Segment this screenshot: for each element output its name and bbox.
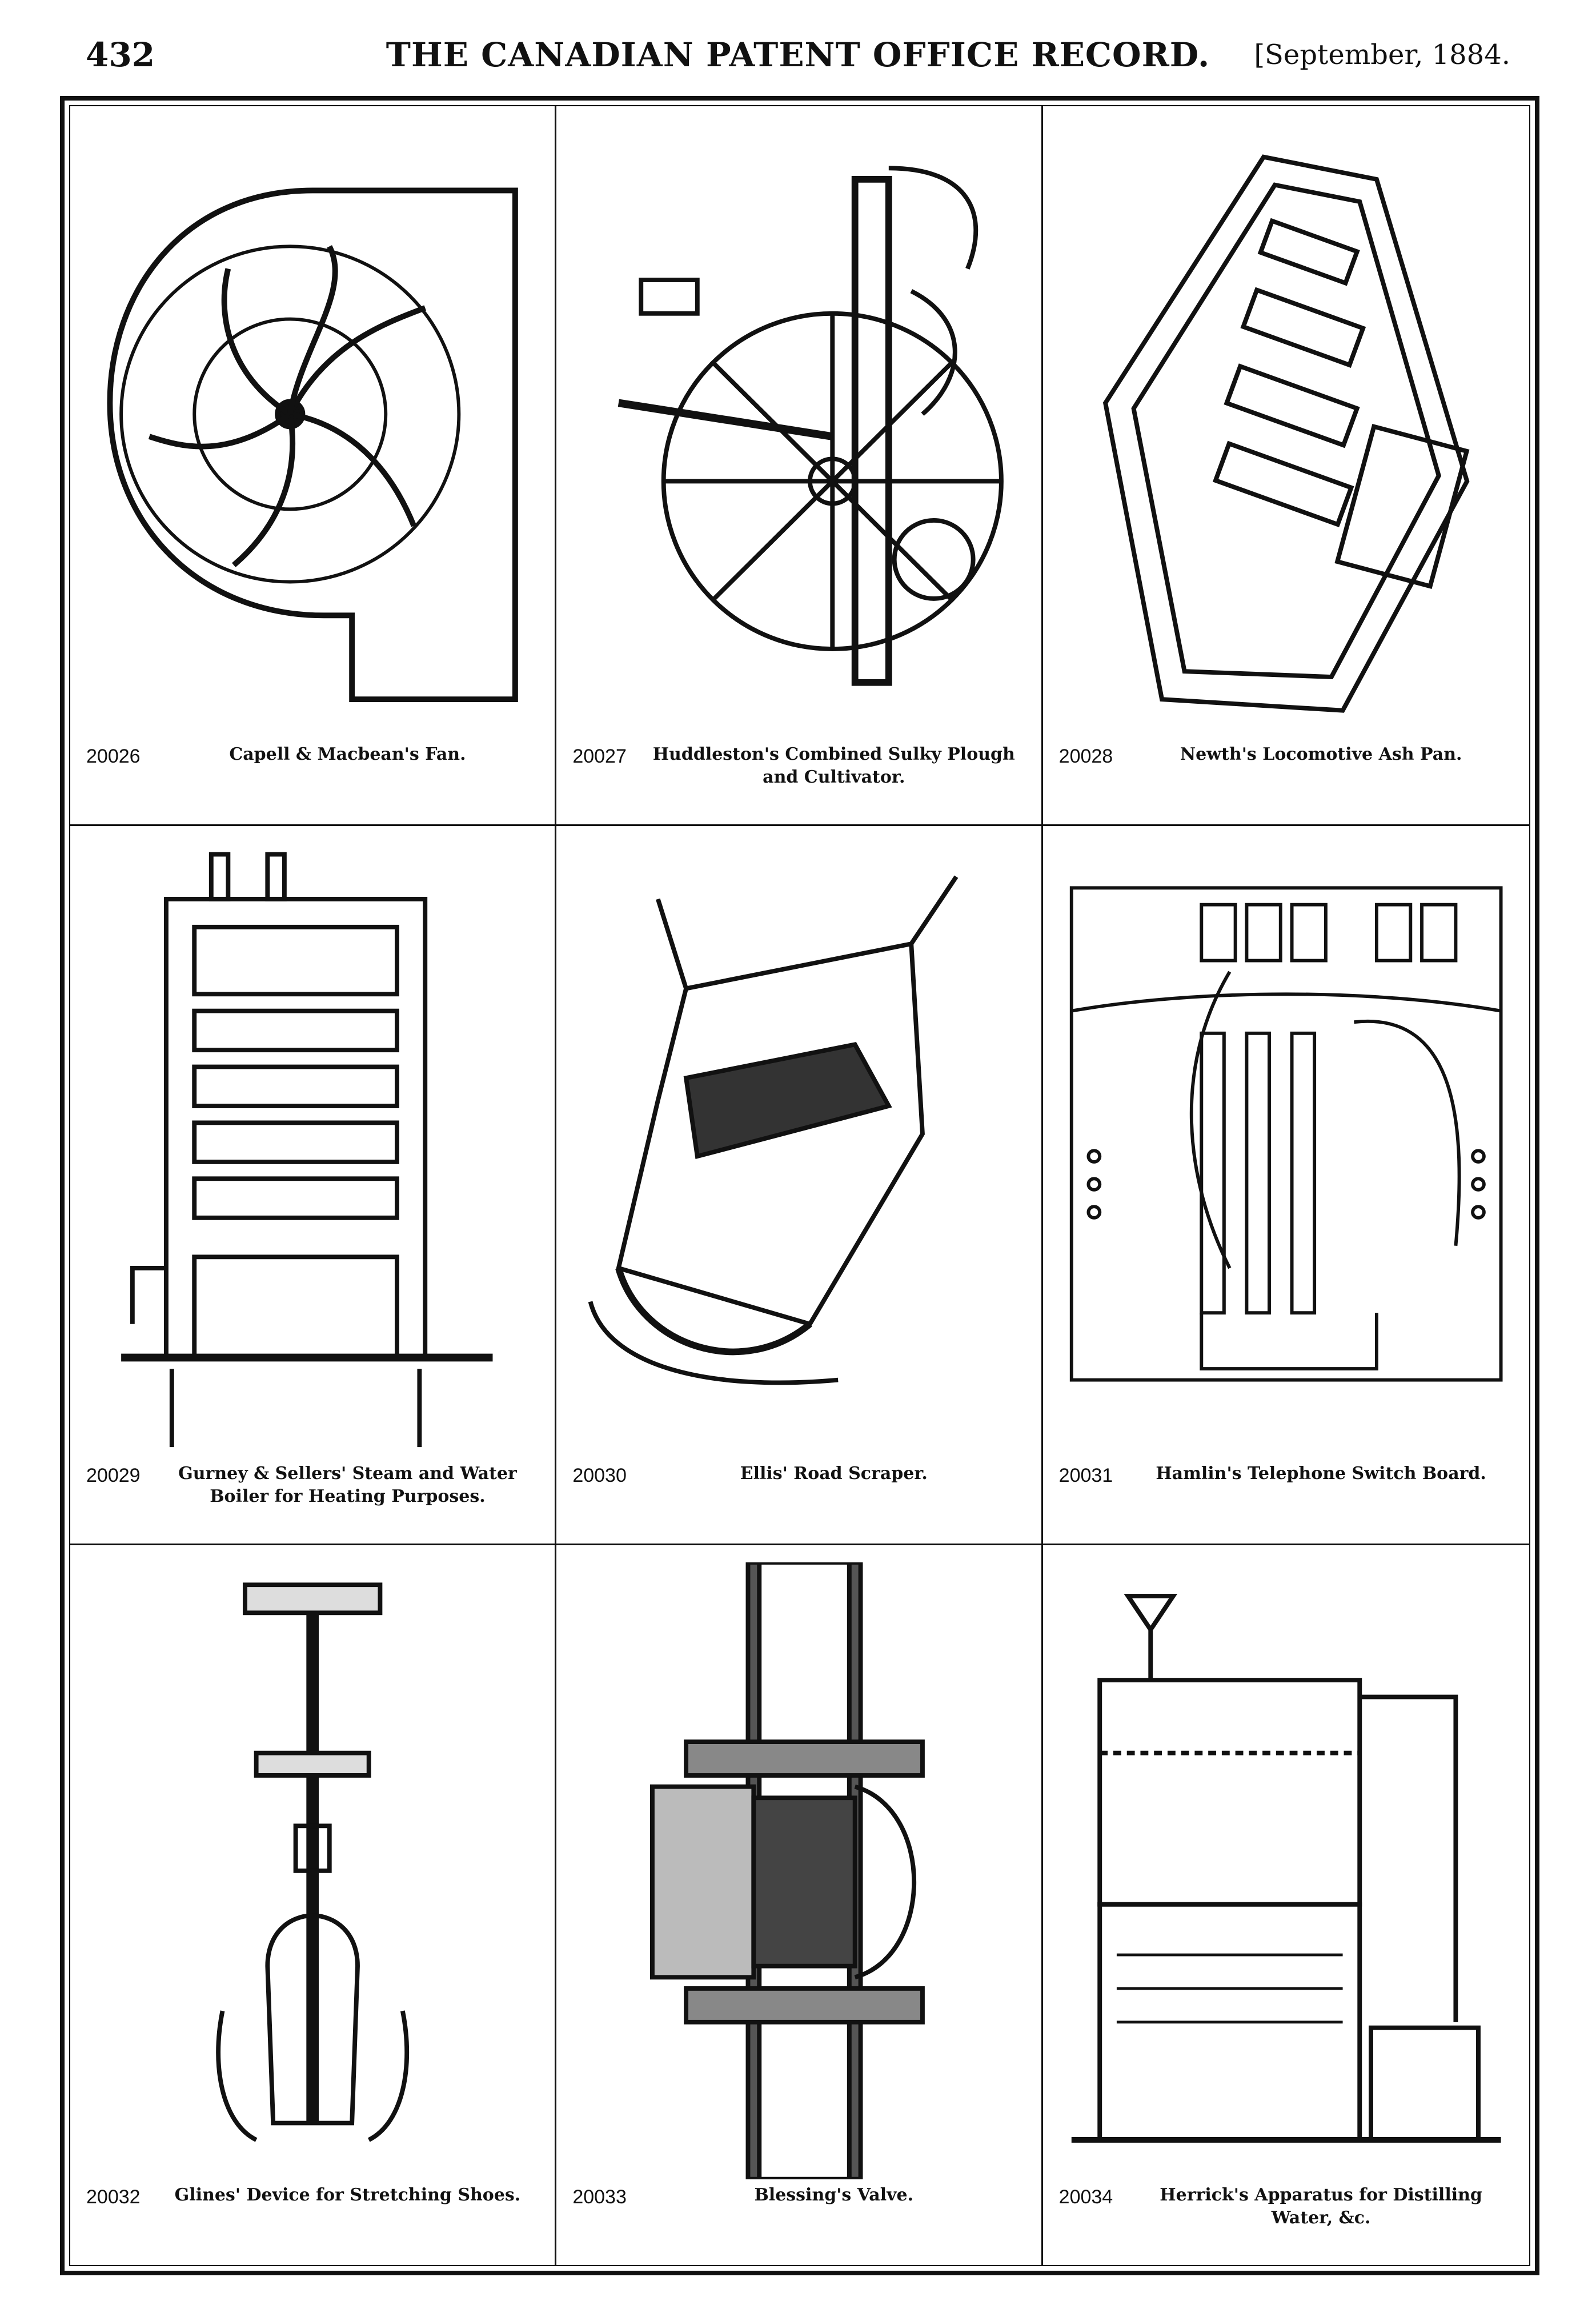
patent-number: 20028 [1058,745,1113,767]
patent-title: Blessing's Valve. [754,2184,914,2205]
patent-number: 20033 [572,2186,627,2208]
patent-cell-20029: 20029 Gurney & Sellers' Steam and Water … [70,825,557,1546]
caption: 20034 Herrick's Apparatus for Distilling… [1059,2184,1513,2252]
patent-cell-20033: 20033 Blessing's Valve. [556,1545,1043,2265]
patent-title: Gurney & Sellers' Steam and Water Boiler… [178,1464,517,1507]
plate-inner-border: 20026 Capell & Macbean's Fan. [69,105,1530,2266]
patent-number: 20029 [86,1465,141,1487]
caption: 20032 Glines' Device for Stretching Shoe… [86,2184,539,2252]
patent-title: Hamlin's Telephone Switch Board. [1156,1464,1486,1484]
patent-title: Glines' Device for Stretching Shoes. [174,2184,521,2205]
caption: 20030 Ellis' Road Scraper. [572,1462,1025,1531]
patent-title: Huddleston's Combined Sulky Plough and C… [652,744,1015,787]
caption: 20028 Newth's Locomotive Ash Pan. [1059,743,1513,812]
scraper-figure [574,843,1024,1458]
plough-figure [574,123,1024,739]
patent-cell-20032: 20032 Glines' Device for Stretching Shoe… [70,1545,557,2265]
caption: 20029 Gurney & Sellers' Steam and Water … [86,1462,539,1531]
page-header: 432 THE CANADIAN PATENT OFFICE RECORD. [… [80,29,1516,91]
plate-frame: 20026 Capell & Macbean's Fan. [60,96,1539,2275]
distiller-figure [1060,1562,1512,2179]
patent-cell-20034: 20034 Herrick's Apparatus for Distilling… [1043,1545,1529,2265]
patent-title: Ellis' Road Scraper. [740,1464,928,1484]
patent-title: Newth's Locomotive Ash Pan. [1180,744,1462,764]
patent-title: Herrick's Apparatus for Distilling Water… [1160,2184,1482,2228]
patent-cell-20026: 20026 Capell & Macbean's Fan. [70,106,557,826]
patent-number: 20030 [572,1465,627,1487]
patent-number: 20026 [86,745,141,767]
publication-title: THE CANADIAN PATENT OFFICE RECORD. [386,35,1210,74]
patent-cell-20031: 20031 Hamlin's Telephone Switch Board. [1042,826,1529,1546]
caption: 20027 Huddleston's Combined Sulky Plough… [572,743,1025,812]
issue-date: [September, 1884. [1254,39,1510,71]
patent-number: 20027 [572,745,627,767]
caption: 20031 Hamlin's Telephone Switch Board. [1059,1462,1513,1531]
patent-cell-20028: 20028 Newth's Locomotive Ash Pan. [1042,106,1529,826]
page-number: 432 [86,35,155,74]
ash-pan-figure [1060,123,1512,739]
switchboard-figure [1060,843,1512,1458]
patent-grid: 20026 Capell & Macbean's Fan. [70,106,1529,2265]
valve-figure [574,1560,1024,2182]
patent-number: 20032 [86,2186,141,2208]
boiler-figure [87,843,538,1458]
patent-cell-20030: 20030 Ellis' Road Scraper. [556,825,1043,1546]
patent-number: 20034 [1058,2186,1113,2208]
shoe-stretcher-figure [87,1562,538,2179]
fan-figure [87,123,538,739]
patent-cell-20027: 20027 Huddleston's Combined Sulky Plough… [556,106,1043,826]
patent-number: 20031 [1058,1465,1113,1487]
caption: 20026 Capell & Macbean's Fan. [86,743,539,812]
caption: 20033 Blessing's Valve. [572,2184,1025,2252]
patent-title: Capell & Macbean's Fan. [229,744,466,764]
